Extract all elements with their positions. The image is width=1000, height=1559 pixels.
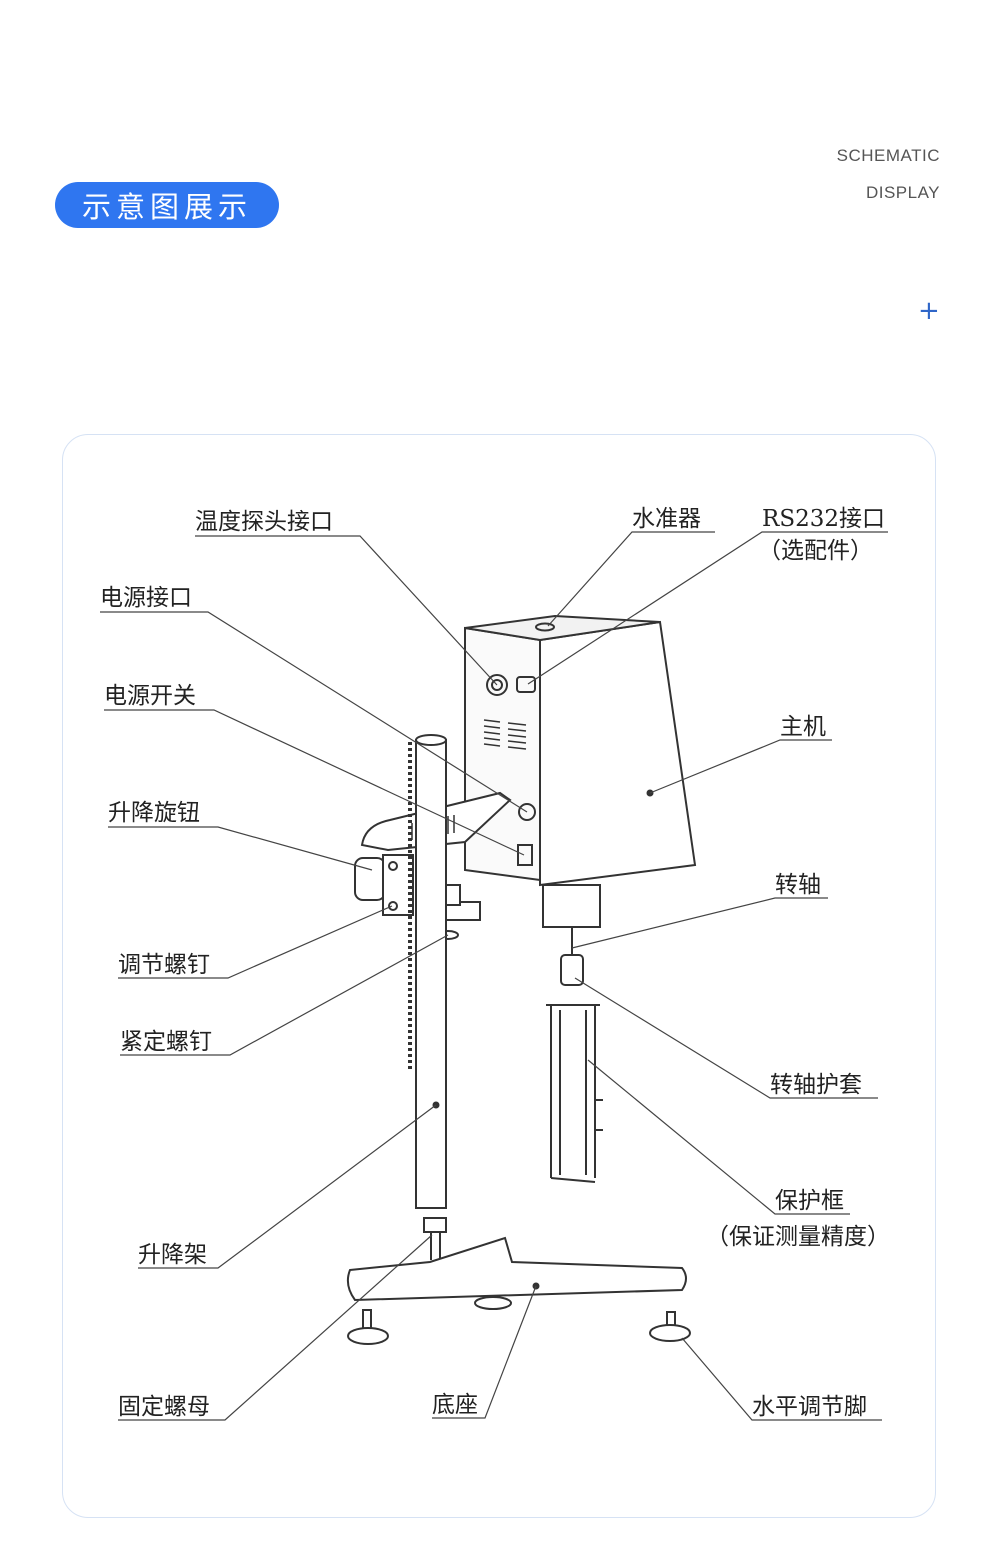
plus-icon: + (918, 296, 940, 326)
power-socket (518, 803, 536, 821)
diagram-card (62, 434, 936, 1518)
leveling-foot-left (347, 1327, 389, 1345)
level-bubble (535, 622, 555, 632)
label-guard-frame: 保护框 (775, 1188, 844, 1214)
label-lift-stand: 升降架 (138, 1242, 207, 1268)
shaft-sleeve-part (560, 954, 584, 986)
fixing-nut-part (423, 1217, 447, 1233)
label-shaft-sleeve: 转轴护套 (770, 1072, 862, 1098)
main-unit-front (464, 626, 541, 882)
leveling-foot-right (649, 1324, 691, 1342)
base-part (346, 1236, 687, 1302)
label-leveling-foot: 水平调节脚 (752, 1394, 867, 1420)
label-rs232-optional: （选配件） (758, 538, 873, 564)
label-shaft: 转轴 (775, 872, 821, 898)
lift-knob-part (354, 857, 386, 901)
label-rs232-port: RS232接口 (762, 506, 885, 532)
label-level: 水准器 (632, 506, 701, 532)
label-lock-screw: 紧定螺钉 (120, 1029, 212, 1055)
label-guard-frame-note: （保证测量精度） (706, 1224, 890, 1250)
instrument-drawing (346, 614, 697, 1345)
label-main-unit: 主机 (780, 714, 826, 740)
label-lift-knob: 升降旋钮 (108, 800, 200, 826)
english-title-line1: SCHEMATIC (836, 146, 940, 165)
label-adjust-screw: 调节螺钉 (118, 952, 210, 978)
label-temp-probe-port: 温度探头接口 (195, 509, 333, 535)
label-power-port: 电源接口 (100, 585, 192, 611)
main-unit-top (464, 614, 661, 642)
leveling-foot-back (474, 1296, 512, 1310)
leader-lines (100, 531, 888, 1421)
temp-probe-socket (486, 674, 508, 696)
rs232-socket (516, 676, 536, 693)
label-power-switch: 电源开关 (104, 683, 196, 709)
column (415, 739, 447, 1209)
label-fixing-nut: 固定螺母 (118, 1394, 210, 1420)
guard-frame-part (546, 1004, 603, 1183)
power-switch-rocker (517, 844, 533, 866)
section-title-badge: 示意图展示 (55, 182, 279, 228)
section-title: 示意图展示 (81, 190, 252, 224)
spindle-housing (542, 884, 601, 928)
english-title-line2: DISPLAY (865, 183, 940, 202)
label-base: 底座 (432, 1392, 478, 1418)
